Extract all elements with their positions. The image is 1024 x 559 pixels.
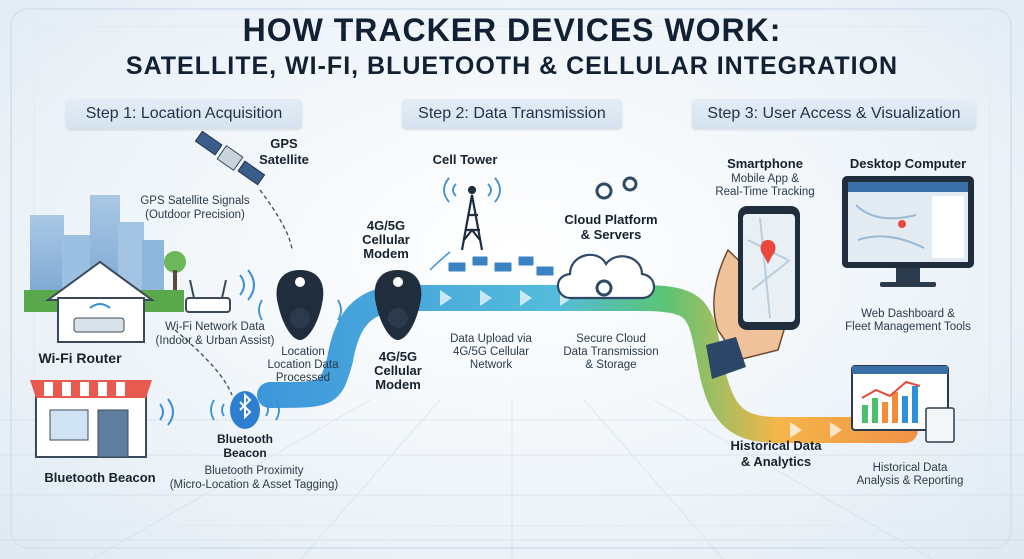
modem-bottom-line-1: 4G/5G [378, 349, 418, 364]
analytics-label-2: & Analytics [740, 454, 812, 469]
modem-top-line-1: 4G/5G [366, 218, 406, 233]
data-packets [447, 255, 555, 277]
gps-signal-line-2: (Outdoor Precision) [145, 209, 245, 221]
gps-label-1: GPS [270, 136, 298, 151]
wifi-data-line-1: Wi-Fi Network Data [165, 321, 265, 333]
analytics-desc-2: Analysis & Reporting [856, 475, 964, 487]
smartphone-label: Smartphone [727, 156, 803, 171]
gps-signal-line-1: GPS Satellite Signals [140, 195, 250, 207]
gps-satellite-icon [194, 130, 266, 186]
modem-top-line-2: Cellular [362, 232, 410, 247]
bluetooth-beacon-label-2: Beacon [223, 446, 267, 460]
cloud-label-2: & Servers [580, 227, 642, 242]
gps-label-2: Satellite [259, 152, 309, 167]
upload-line-2: 4G/5G Cellular [452, 346, 530, 358]
smartphone-desc-2: Real-Time Tracking [715, 186, 815, 198]
modem-top-line-3: Modem [363, 246, 409, 261]
upload-line-1: Data Upload via [450, 333, 532, 345]
wifi-router-icon [185, 269, 255, 313]
smartphone-icon [706, 206, 800, 379]
analytics-label-1: Historical Data [730, 438, 822, 453]
modem-bottom-line-3: Modem [375, 377, 421, 392]
desktop-desc-1: Web Dashboard & [861, 308, 955, 320]
step-2-header: Step 2: Data Transmission [402, 99, 622, 129]
analytics-dashboard-icon [851, 365, 955, 443]
desktop-desc-2: Fleet Management Tools [845, 321, 971, 333]
title-line-1: HOW TRACKER DEVICES WORK: [242, 12, 782, 48]
desktop-computer-icon [842, 176, 974, 287]
smartphone-desc-1: Mobile App & [731, 173, 799, 185]
cloud-label-1: Cloud Platform [564, 212, 658, 227]
bluetooth-store-label: Bluetooth Beacon [44, 470, 156, 485]
tracker-caption-1: Location [281, 346, 325, 358]
bluetooth-icon [210, 391, 280, 429]
tracker-caption-3: Processed [275, 372, 331, 384]
title-line-2: SATELLITE, WI-FI, BLUETOOTH & CELLULAR I… [125, 52, 899, 80]
tracker-device-1 [258, 270, 342, 340]
outer-frame [10, 8, 1012, 549]
step-3-header: Step 3: User Access & Visualization [692, 99, 976, 129]
cloud-caption-3: & Storage [585, 359, 637, 371]
wifi-data-line-2: (Indoor & Urban Assist) [155, 335, 275, 347]
tracker-device-2 [374, 270, 422, 340]
wifi-router-label: Wi-Fi Router [38, 350, 122, 366]
house-icon [44, 260, 156, 343]
bluetooth-beacon-label-1: Bluetooth [217, 432, 273, 446]
desktop-label: Desktop Computer [849, 156, 967, 171]
tracker-caption-2: Location Data [267, 359, 339, 371]
cell-tower-label: Cell Tower [432, 152, 498, 167]
floor-grid [0, 400, 1024, 559]
bluetooth-prox-line-2: (Micro-Location & Asset Tagging) [169, 479, 339, 491]
upload-line-3: Network [469, 359, 513, 371]
analytics-desc-1: Historical Data [872, 462, 948, 474]
step-1-header: Step 1: Location Acquisition [66, 99, 302, 129]
gear-icon [595, 176, 638, 200]
cloud-caption-2: Data Transmission [563, 346, 659, 358]
cell-tower-icon [443, 177, 501, 251]
cloud-caption-1: Secure Cloud [576, 333, 646, 345]
bluetooth-prox-line-1: Bluetooth Proximity [204, 465, 304, 477]
bluetooth-store-icon [30, 380, 174, 458]
modem-bottom-line-2: Cellular [374, 363, 422, 378]
cloud-icon [556, 253, 656, 300]
